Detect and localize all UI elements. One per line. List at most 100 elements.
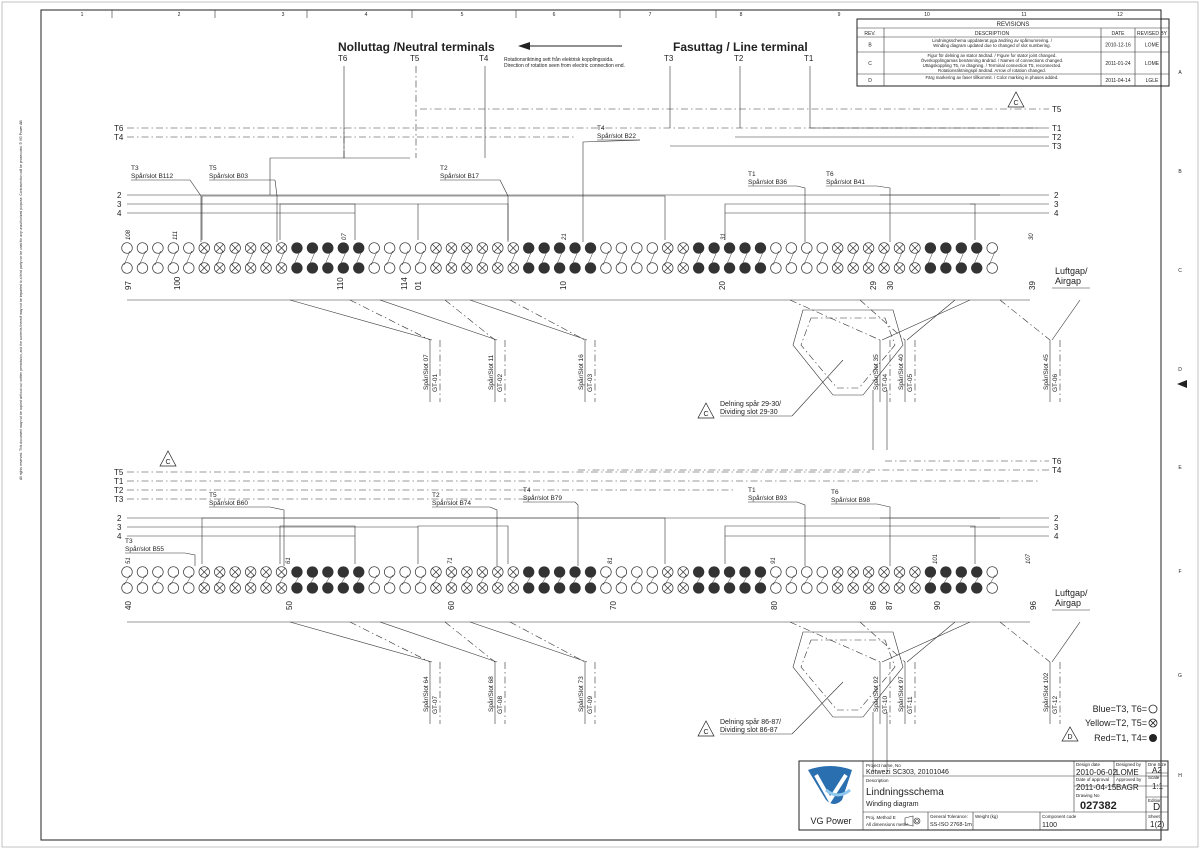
coil-link (633, 250, 641, 266)
callout-slot: Spår/slot B93 (748, 494, 787, 502)
component-label: Component code (1042, 814, 1077, 819)
slot-number-lower: 60 (447, 601, 456, 610)
rev-letter: C (868, 61, 872, 67)
callout-slot: Spår/slot B74 (432, 499, 471, 507)
description-header: DESCRIPTION (975, 31, 1010, 37)
slot-cross (215, 264, 224, 272)
slot-circle (322, 262, 334, 274)
crossed-circle-icon (1148, 718, 1158, 728)
slot-circle (538, 262, 550, 274)
dividing-label: Dividing slot 86-87 (720, 727, 778, 734)
slot-circle (584, 242, 597, 254)
filled-circle-icon (1149, 734, 1157, 742)
phase-label-left: 3 (117, 523, 122, 532)
rotation-note-en: Direction of rotation seen from electric… (504, 63, 625, 69)
group-terminal-label: GT-07 (432, 696, 439, 714)
bus-label-left: T4 (114, 133, 124, 142)
coil-link (231, 250, 239, 266)
slot-circle (615, 262, 628, 274)
callout-slot: Spår/slot B98 (831, 496, 870, 504)
slot-circle (322, 566, 334, 578)
bus-label-right: T2 (1052, 133, 1062, 142)
callout-slot: Spår/slot B36 (748, 178, 787, 186)
slot-circle (399, 262, 411, 274)
slot-circle (291, 262, 303, 274)
slot-circle (368, 242, 380, 254)
slot-circle (600, 262, 612, 274)
slot-circle (368, 262, 380, 274)
slot-circle (785, 262, 797, 274)
coil-link (803, 574, 811, 586)
airgap-label: Luftgap/ (1055, 588, 1088, 598)
slot-circle (584, 566, 597, 578)
coil-link (123, 250, 131, 266)
slot-cross (246, 264, 255, 272)
coil-link (463, 250, 471, 266)
coil-link (710, 250, 718, 266)
dividing-label: Delning spår 86-87/ (720, 718, 781, 726)
coil-link (679, 250, 687, 266)
slot-circle (631, 582, 643, 594)
svg-text:C: C (165, 459, 170, 466)
slot-circle (986, 242, 998, 254)
slot-circle (971, 566, 983, 578)
group-terminal-label: GT-12 (1052, 696, 1059, 714)
bus-label-right: T3 (1052, 142, 1062, 151)
size-value: A2 (1152, 766, 1162, 775)
coil-link (324, 250, 332, 266)
revisions-table: REVISIONS REV. DESCRIPTION DATE REVISED … (856, 18, 1170, 87)
slot-cross (663, 568, 672, 576)
rotation-note-sv: Rotationsriktning sett från elektrisk ko… (504, 56, 614, 63)
slot-cross (833, 244, 842, 252)
slot-circle (971, 242, 983, 254)
grid-letter: C (1178, 268, 1182, 274)
slot-number-lower: 50 (285, 601, 294, 610)
terminal-label: T3 (664, 54, 674, 63)
phase-label-right: 2 (1054, 514, 1059, 523)
callout-terminal: T6 (831, 489, 839, 496)
coil-link (432, 250, 440, 266)
group-slot-label: Spår/Slot 73 (577, 676, 585, 712)
coil-link (479, 574, 486, 586)
coil-link (370, 574, 378, 586)
coil-link (401, 574, 409, 586)
slot-cross (462, 568, 471, 576)
slot-cross (493, 264, 502, 272)
group-terminal-label: GT-03 (587, 374, 594, 392)
rev-header: REV. (864, 31, 875, 37)
slot-circle (121, 582, 133, 594)
slot-circle (754, 262, 767, 274)
group-slot-label: Spår/Slot 64 (422, 676, 430, 712)
bus-label-left: T3 (114, 495, 124, 504)
callout-terminal: T4 (523, 487, 531, 494)
coil-link (958, 574, 965, 586)
slot-cross (509, 568, 518, 576)
slot-circle (121, 242, 133, 254)
slot-cross (679, 568, 688, 576)
slot-number-lower: 30 (886, 281, 895, 290)
coil-link (772, 574, 780, 586)
slot-number-upper: 07 (342, 233, 348, 240)
slot-circle (414, 262, 427, 274)
bus-label-left: T1 (114, 477, 124, 486)
slot-circle (414, 566, 427, 578)
slot-circle (955, 262, 967, 274)
vg-power-logo: VG Power (808, 766, 852, 826)
rotation-arrow-icon (518, 42, 622, 50)
slot-circle (816, 262, 828, 274)
slot-circle (615, 242, 628, 254)
slot-circle (368, 566, 380, 578)
phase-label-right: 3 (1054, 523, 1059, 532)
slot-cross (849, 584, 858, 592)
bus-label-right: T6 (1052, 457, 1062, 466)
slot-circle (322, 582, 334, 594)
slot-circle (693, 582, 705, 594)
revisions-title: REVISIONS (997, 22, 1030, 28)
slot-circle (399, 242, 411, 254)
coil-link (340, 250, 347, 266)
slot-cross (509, 244, 518, 252)
slot-circle (986, 262, 998, 274)
coil-link (880, 574, 888, 586)
airgap-label: Airgap (1055, 276, 1081, 286)
slot-cross (895, 568, 904, 576)
